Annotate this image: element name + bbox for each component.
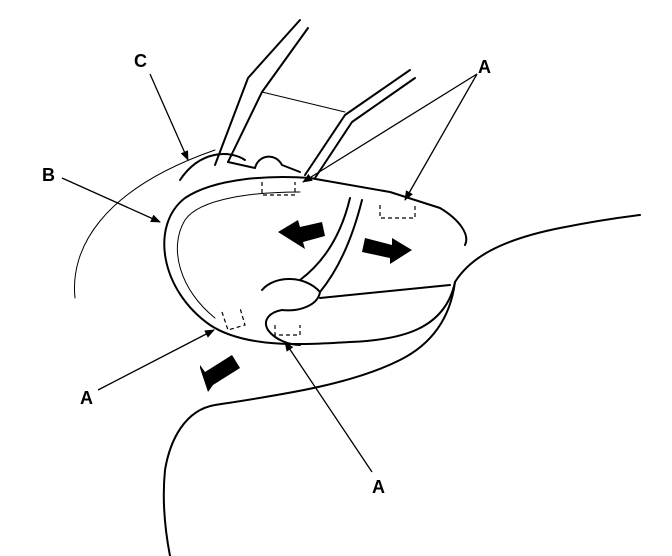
pry-tool-left-edge: [214, 19, 301, 166]
leader-b: [61, 177, 161, 223]
leader-a-top-1: [302, 73, 478, 183]
clip-a-lower-left: [221, 307, 246, 331]
cover-split-right: [319, 199, 363, 293]
trim-cover-b-inner: [176, 191, 301, 319]
body-outline-upper: [73, 149, 216, 299]
label-c: C: [134, 51, 147, 71]
clip-a-upper: [261, 182, 296, 196]
cover-c-outline: [179, 153, 246, 181]
leader-a-left: [97, 329, 215, 391]
direction-arrow-left: [278, 220, 325, 249]
knob-outline: [261, 278, 321, 346]
clip-a-lower-right: [274, 325, 301, 336]
pry-tool-cross-line: [261, 91, 346, 113]
leader-a-bottom: [284, 341, 373, 473]
pry-tool-left-inner: [227, 27, 309, 163]
knob-lower-ledge: [319, 284, 451, 299]
trim-cover-b-outline: [163, 176, 456, 346]
pry-tool-tip: [227, 155, 301, 173]
body-outline-right: [454, 214, 641, 283]
pry-tool-right-inner: [314, 77, 416, 179]
leader-a-top-2: [404, 73, 478, 201]
body-outline-lower: [162, 281, 456, 556]
label-a-left: A: [80, 388, 93, 408]
label-a-bottom: A: [372, 477, 385, 497]
label-b: B: [42, 165, 55, 185]
pry-tool-right-edge: [304, 69, 411, 176]
clip-a-right: [379, 205, 416, 219]
label-a-top: A: [478, 57, 491, 77]
trim-cover-b-top-edge: [309, 177, 468, 246]
leader-c: [149, 73, 189, 161]
direction-arrow-right: [362, 238, 412, 264]
direction-arrow-down-left: [200, 355, 240, 392]
cover-split-left: [299, 197, 351, 281]
